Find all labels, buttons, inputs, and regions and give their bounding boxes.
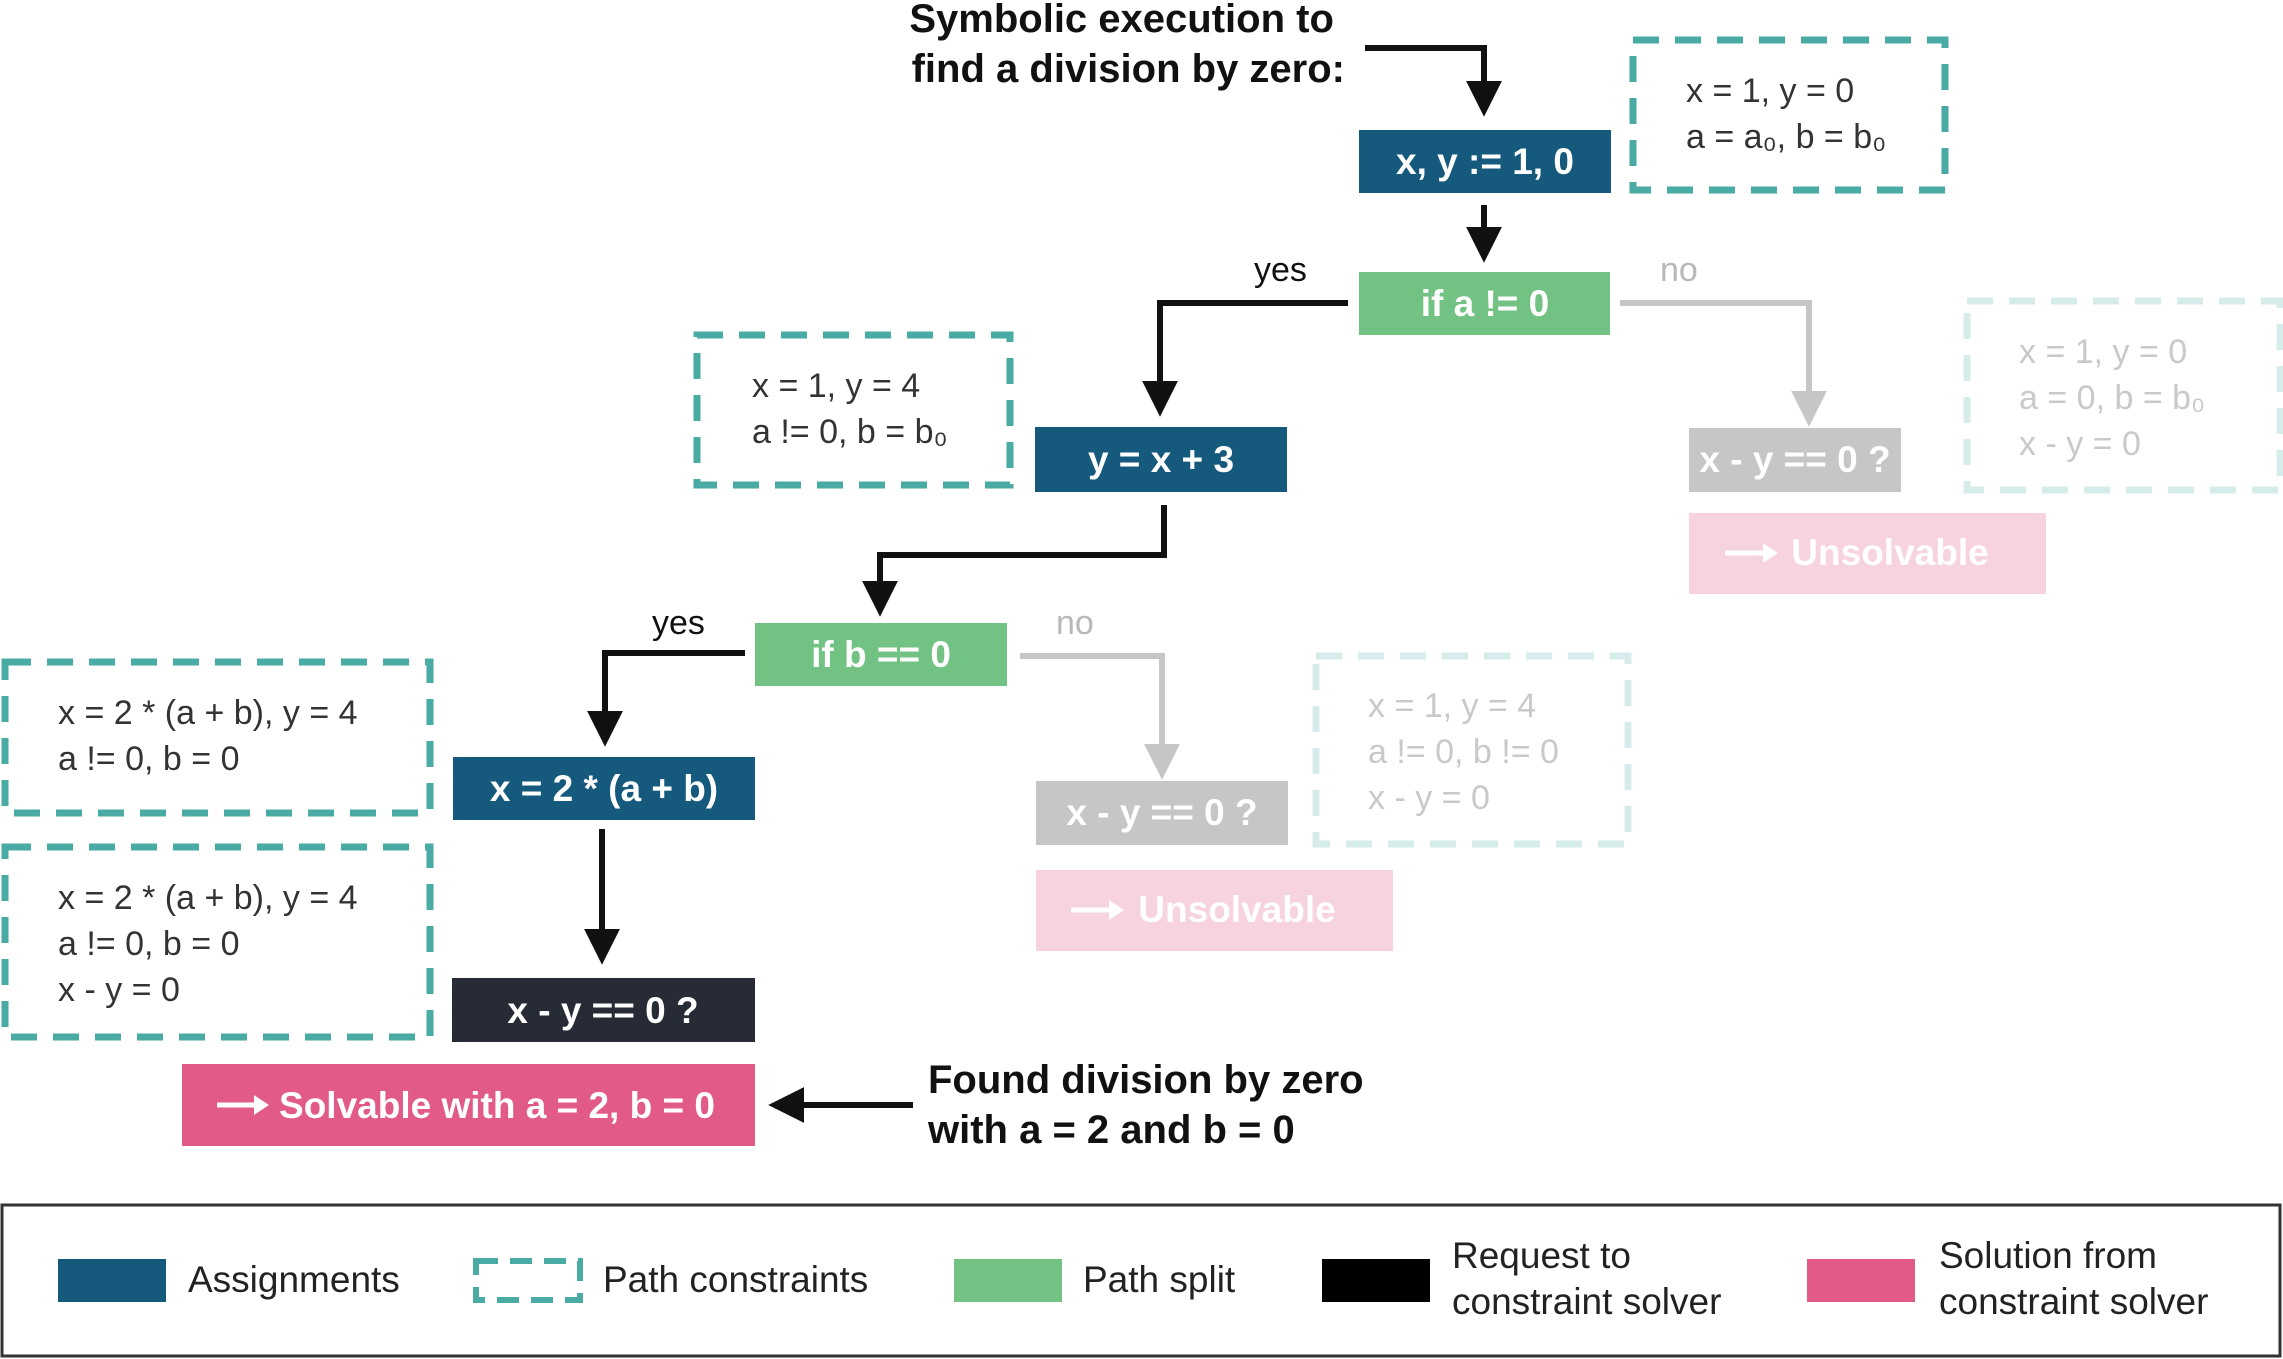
request-node-a-no [1689,428,1901,492]
legend-label-assignments: Assignments [188,1259,400,1300]
found-note: Found division by zero with a = 2 and b … [927,1058,1375,1152]
heading-arrow [1365,45,1502,117]
constraint-box-4 [1,658,434,817]
request-node-b-no [1036,781,1288,845]
right-arrow-icon [217,1095,269,1115]
assignment-node-init-label: x, y := 1, 0 [1396,141,1574,182]
legend-label-path-split: Path split [1083,1259,1236,1300]
legend-label-solution: Solution from constraint solver [1939,1235,2208,1322]
legend-swatch-assignments [58,1259,166,1302]
constraint-box-6-text: x = 1, y = 4 a != 0, b != 0 x - y = 0 [1368,687,1568,817]
legend-swatch-path-split [954,1259,1062,1302]
diagram-heading: Symbolic execution to find a division by… [909,0,1345,91]
legend-label-path-constraints: Path constraints [603,1259,868,1300]
constraint-box-1-text: x = 1, y = 0 a = a₀, b = b₀ [1686,72,1886,156]
path-split-node-a [1359,272,1610,335]
constraint-box-5 [1,843,434,1041]
constraint-box-3-text: x = 1, y = 0 a = 0, b = b₀ x - y = 0 [2019,333,2215,463]
constraint-box-2 [693,331,1014,489]
yes-label-a: yes [1254,251,1307,289]
legend: Assignments Path constraints Path split … [0,1203,2282,1358]
legend-swatch-request [1322,1259,1430,1302]
constraint-box-6 [1312,652,1632,848]
no-branch-arrow-b [1020,653,1180,780]
solution-node-main-label: Solvable with a = 2, b = 0 [279,1085,715,1126]
constraint-box-1 [1629,36,1949,194]
solution-node-main [182,1064,755,1146]
path-split-node-a-label: if a != 0 [1421,283,1550,324]
yes-branch-arrow-a [1142,300,1348,417]
request-node-b-no-label: x - y == 0 ? [1066,792,1257,833]
no-branch-arrow-a [1620,300,1827,427]
request-node-main-label: x - y == 0 ? [507,990,698,1031]
assignment-node-x-label: x = 2 * (a + b) [490,768,718,809]
assignment-node-y-label: y = x + 3 [1088,439,1234,480]
y-assign-to-if-b-arrow [862,505,1167,617]
constraint-box-4-text: x = 2 * (a + b), y = 4 a != 0, b = 0 [58,694,367,778]
legend-swatch-path-constraints [473,1258,583,1303]
legend-swatch-solution [1807,1259,1915,1302]
assignment-node-x [453,757,755,820]
no-label-b: no [1056,604,1094,642]
right-arrow-icon [1071,900,1124,920]
unsolvable-node-b-label: Unsolvable [1138,889,1335,930]
request-node-main [452,978,755,1042]
constraint-box-5-text: x = 2 * (a + b), y = 4 a != 0, b = 0 x -… [58,879,367,1009]
assignment-node-init [1359,130,1611,193]
right-arrow-icon [1725,543,1778,563]
path-split-node-b [755,623,1007,686]
assignment-node-y [1035,427,1287,492]
yes-label-b: yes [652,604,705,642]
constraint-box-2-text: x = 1, y = 4 a != 0, b = b₀ [752,367,948,451]
unsolvable-node-a-label: Unsolvable [1791,532,1988,573]
request-node-a-no-label: x - y == 0 ? [1699,439,1890,480]
legend-label-request: Request to constraint solver [1452,1235,1721,1322]
path-split-node-b-label: if b == 0 [811,634,951,675]
no-label-a: no [1660,251,1698,289]
yes-branch-arrow-b [587,650,745,747]
